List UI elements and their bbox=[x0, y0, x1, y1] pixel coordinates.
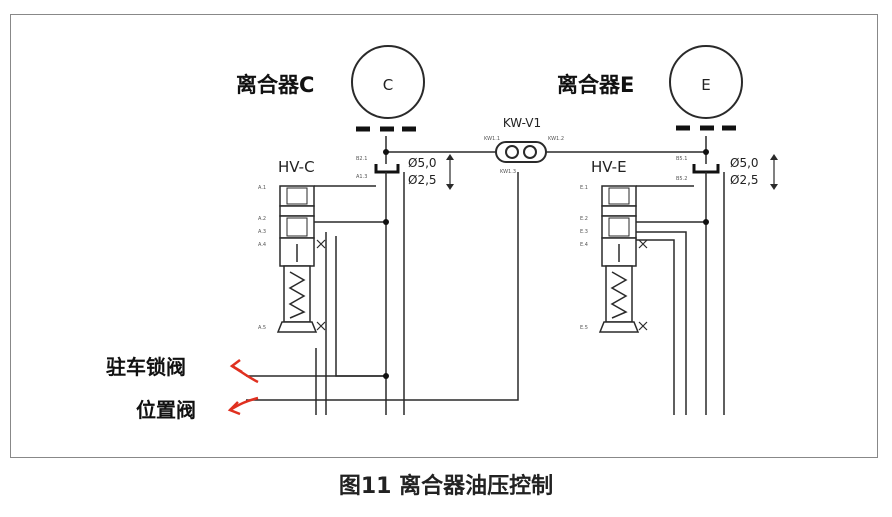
shuttle-ball bbox=[523, 145, 537, 159]
svg-text:A.5: A.5 bbox=[258, 325, 266, 331]
svg-text:A.2: A.2 bbox=[258, 216, 266, 222]
svg-text:E.5: E.5 bbox=[580, 325, 588, 331]
dim-arrow-head bbox=[770, 184, 778, 190]
clutch-c: 离合器C C bbox=[236, 45, 425, 132]
valve-c: HV-C Ø5,0 Ø2,5 A.1 A.2 A.3 A.4 A.5 B2.1 … bbox=[258, 154, 454, 333]
port-mark: KW1.1 bbox=[484, 136, 500, 142]
clutch-e-circle bbox=[669, 45, 743, 119]
parking-lock-valve-label: 驻车锁阀 bbox=[106, 355, 186, 379]
port-mark: KW1.2 bbox=[548, 136, 564, 142]
svg-text:E.1: E.1 bbox=[580, 185, 588, 191]
valve-c-orifice-1: Ø5,0 bbox=[408, 156, 437, 170]
orifice-c bbox=[374, 164, 400, 174]
dim-arrow-head bbox=[446, 154, 454, 160]
svg-text:E.4: E.4 bbox=[580, 242, 588, 248]
valve-e-orifice-2: Ø2,5 bbox=[730, 173, 759, 187]
valve-c-label: HV-C bbox=[278, 158, 315, 176]
dim-arrow-head bbox=[770, 154, 778, 160]
clutch-c-circle bbox=[351, 45, 425, 119]
annotation-parking-lock: 驻车锁阀 bbox=[106, 355, 259, 384]
clutch-e-letter: E bbox=[701, 76, 710, 94]
svg-text:A.1: A.1 bbox=[258, 185, 266, 191]
valve-c-orifice-2: Ø2,5 bbox=[408, 173, 437, 187]
valve-e-label: HV-E bbox=[591, 158, 627, 176]
valve-e-orifice-1: Ø5,0 bbox=[730, 156, 759, 170]
annotation-position-valve: 位置阀 bbox=[136, 396, 259, 422]
position-valve-label: 位置阀 bbox=[136, 398, 196, 422]
clutch-e-label: 离合器E bbox=[557, 73, 634, 97]
shuttle-ball bbox=[505, 145, 519, 159]
svg-text:B2.1: B2.1 bbox=[356, 156, 367, 162]
svg-text:E.2: E.2 bbox=[580, 216, 588, 222]
svg-text:E.3: E.3 bbox=[580, 229, 588, 235]
shuttle-valve: KW-V1 KW1.1 KW1.2 KW1.3 bbox=[386, 116, 706, 175]
figure-caption: 图11 离合器油压控制 bbox=[338, 474, 554, 499]
clutch-c-letter: C bbox=[383, 76, 393, 94]
valve-e: HV-E Ø5,0 Ø2,5 E.1 E.2 E.3 E.4 E.5 B5.1 … bbox=[580, 154, 778, 333]
port-mark: KW1.3 bbox=[500, 169, 516, 175]
svg-text:B5.2: B5.2 bbox=[676, 176, 687, 182]
clutch-e: 离合器E E bbox=[557, 45, 743, 131]
clutch-c-label: 离合器C bbox=[236, 73, 314, 97]
shuttle-body bbox=[495, 141, 547, 163]
shuttle-valve-label: KW-V1 bbox=[503, 116, 541, 130]
diagram-frame bbox=[10, 14, 878, 458]
svg-text:B5.1: B5.1 bbox=[676, 156, 687, 162]
svg-text:A.4: A.4 bbox=[258, 242, 266, 248]
svg-text:A1.3: A1.3 bbox=[356, 174, 367, 180]
svg-text:A.3: A.3 bbox=[258, 229, 266, 235]
red-arrow bbox=[229, 396, 259, 412]
spring-c bbox=[288, 271, 306, 319]
spring-e bbox=[610, 271, 628, 319]
orifice-e bbox=[692, 164, 720, 174]
dim-arrow-head bbox=[446, 184, 454, 190]
lines-e bbox=[636, 136, 725, 415]
